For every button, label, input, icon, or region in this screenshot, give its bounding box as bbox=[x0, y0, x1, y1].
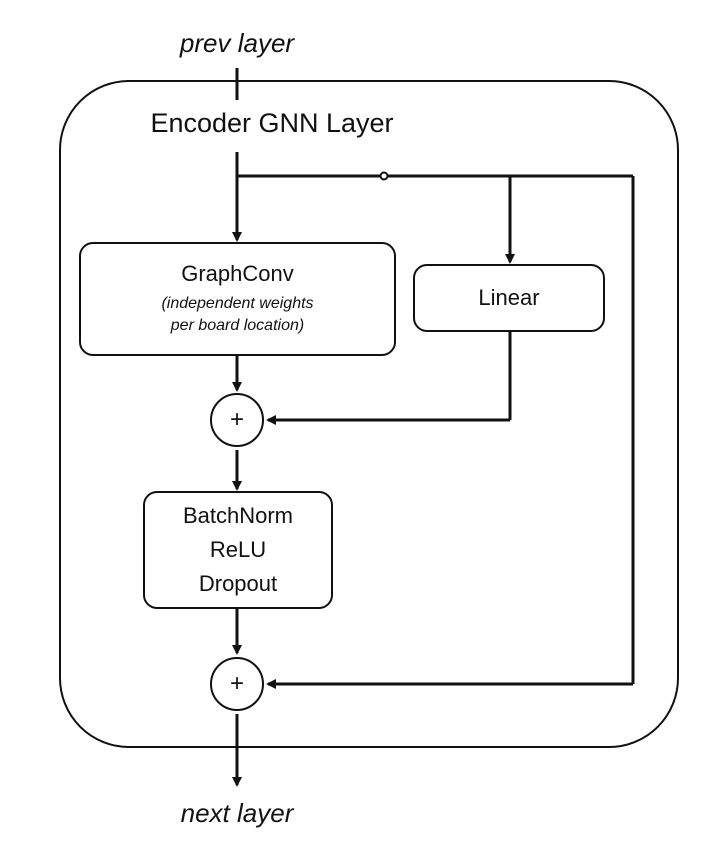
encoder-layer-container bbox=[59, 80, 679, 748]
graphconv-node: GraphConv (independent weights per board… bbox=[79, 242, 396, 356]
dropout-label: Dropout bbox=[198, 571, 278, 596]
batchnorm-label: BatchNorm bbox=[182, 503, 294, 528]
graphconv-title: GraphConv bbox=[181, 261, 294, 286]
linear-node: Linear bbox=[413, 264, 605, 332]
junction-dot bbox=[379, 171, 389, 181]
sum-node-top: + bbox=[210, 393, 264, 447]
layer-title: Encoder GNN Layer bbox=[150, 108, 394, 138]
sum-bottom-symbol: + bbox=[229, 670, 244, 697]
linear-title: Linear bbox=[478, 285, 540, 310]
norm-activation-dropout-node: BatchNorm ReLU Dropout bbox=[143, 491, 333, 609]
sum-top-symbol: + bbox=[229, 406, 244, 433]
graphconv-subtitle-line2: per board location) bbox=[170, 317, 305, 334]
prev-layer-label: prev layer bbox=[179, 28, 295, 58]
next-layer-label: next layer bbox=[180, 798, 294, 828]
relu-label: ReLU bbox=[209, 537, 267, 562]
sum-node-bottom: + bbox=[210, 657, 264, 711]
graphconv-subtitle-line1: (independent weights bbox=[161, 295, 314, 312]
